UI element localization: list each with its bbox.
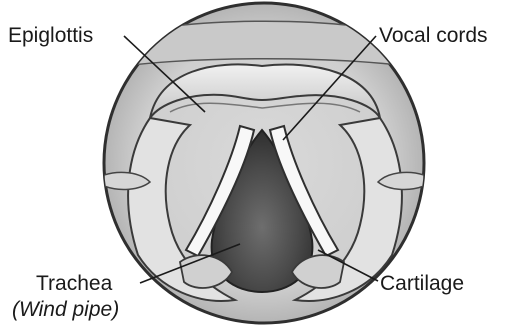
trachea-sublabel: (Wind pipe) <box>12 298 119 321</box>
epiglottis-label: Epiglottis <box>8 24 93 47</box>
trachea-label: Trachea <box>36 272 113 295</box>
vocal-cords-label: Vocal cords <box>379 24 488 47</box>
cartilage-label: Cartilage <box>380 272 464 295</box>
